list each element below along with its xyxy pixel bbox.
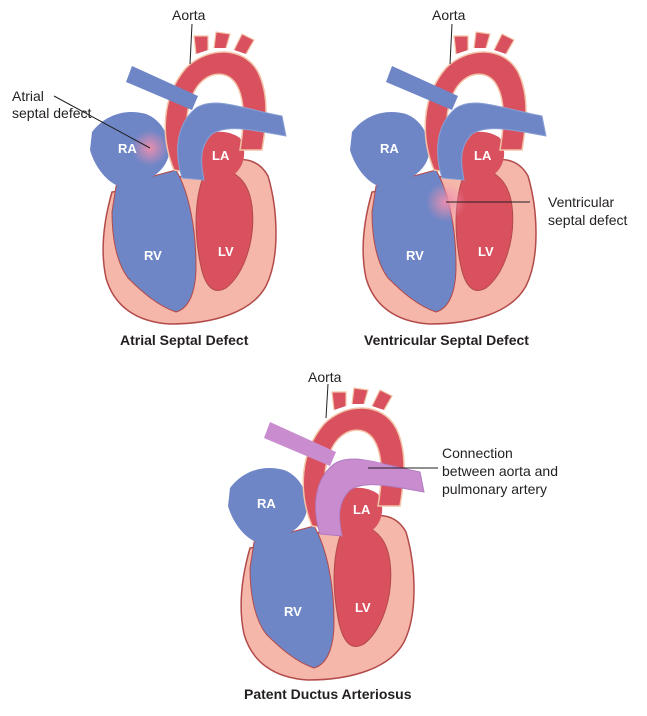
pulmonary-artery (177, 102, 287, 181)
pulmonary-artery (437, 102, 547, 181)
chamber-label-rv: RV (406, 248, 424, 263)
pulmonary-artery (315, 458, 425, 537)
heart-diagram-asd (53, 23, 287, 325)
left-ventricle (333, 524, 392, 647)
defect-label-line-3: pulmonary artery (442, 481, 548, 497)
defect-label-line-1: Ventricular (548, 194, 615, 210)
vena-cava-superior (126, 66, 198, 110)
aorta-leader-line (449, 23, 453, 65)
diagram-caption: Atrial Septal Defect (120, 332, 249, 348)
right-ventricle (249, 525, 335, 669)
defect-label-line-2: septal defect (12, 105, 92, 121)
aorta-leader-line (189, 23, 193, 65)
defect-label-line-2: septal defect (548, 212, 628, 228)
right-atrium (350, 112, 429, 186)
defect-label-line-1: Connection (442, 445, 513, 461)
chamber-label-rv: RV (284, 604, 302, 619)
chamber-label-la: LA (353, 502, 371, 517)
chamber-label-ra: RA (380, 141, 399, 156)
left-ventricle (195, 168, 254, 291)
aorta-arch (424, 51, 527, 175)
aorta-branches (453, 31, 515, 55)
aorta-branches (331, 387, 393, 411)
defect-label-line-1: Atrial (12, 88, 44, 104)
ductus-arteriosus (348, 459, 388, 478)
vena-cava-superior (386, 66, 458, 110)
right-ventricle (111, 169, 197, 313)
defect-leader-line (53, 95, 151, 149)
chamber-label-lv: LV (355, 600, 371, 615)
aorta-arch (302, 407, 405, 531)
aorta-arch (164, 51, 267, 175)
heart-diagram-vsd (350, 23, 547, 325)
defect-label-line-2: between aorta and (442, 463, 558, 479)
vena-cava-superior (264, 422, 336, 466)
diagram-caption: Patent Ductus Arteriosus (244, 686, 412, 702)
chamber-label-rv: RV (144, 248, 162, 263)
chamber-label-ra: RA (257, 496, 276, 511)
chamber-label-lv: LV (218, 244, 234, 259)
chamber-label-la: LA (212, 148, 230, 163)
left-ventricle (455, 168, 514, 291)
aorta-label: Aorta (308, 369, 342, 385)
aorta-leader-line (325, 383, 329, 419)
aorta-branches (193, 31, 255, 55)
chamber-label-ra: RA (118, 141, 137, 156)
heart-diagram-pda (228, 383, 438, 681)
aorta-label: Aorta (172, 7, 206, 23)
chamber-label-lv: LV (478, 244, 494, 259)
diagram-caption: Ventricular Septal Defect (364, 332, 529, 348)
aorta-label: Aorta (432, 7, 466, 23)
right-atrium (228, 468, 307, 542)
chamber-label-la: LA (474, 148, 492, 163)
